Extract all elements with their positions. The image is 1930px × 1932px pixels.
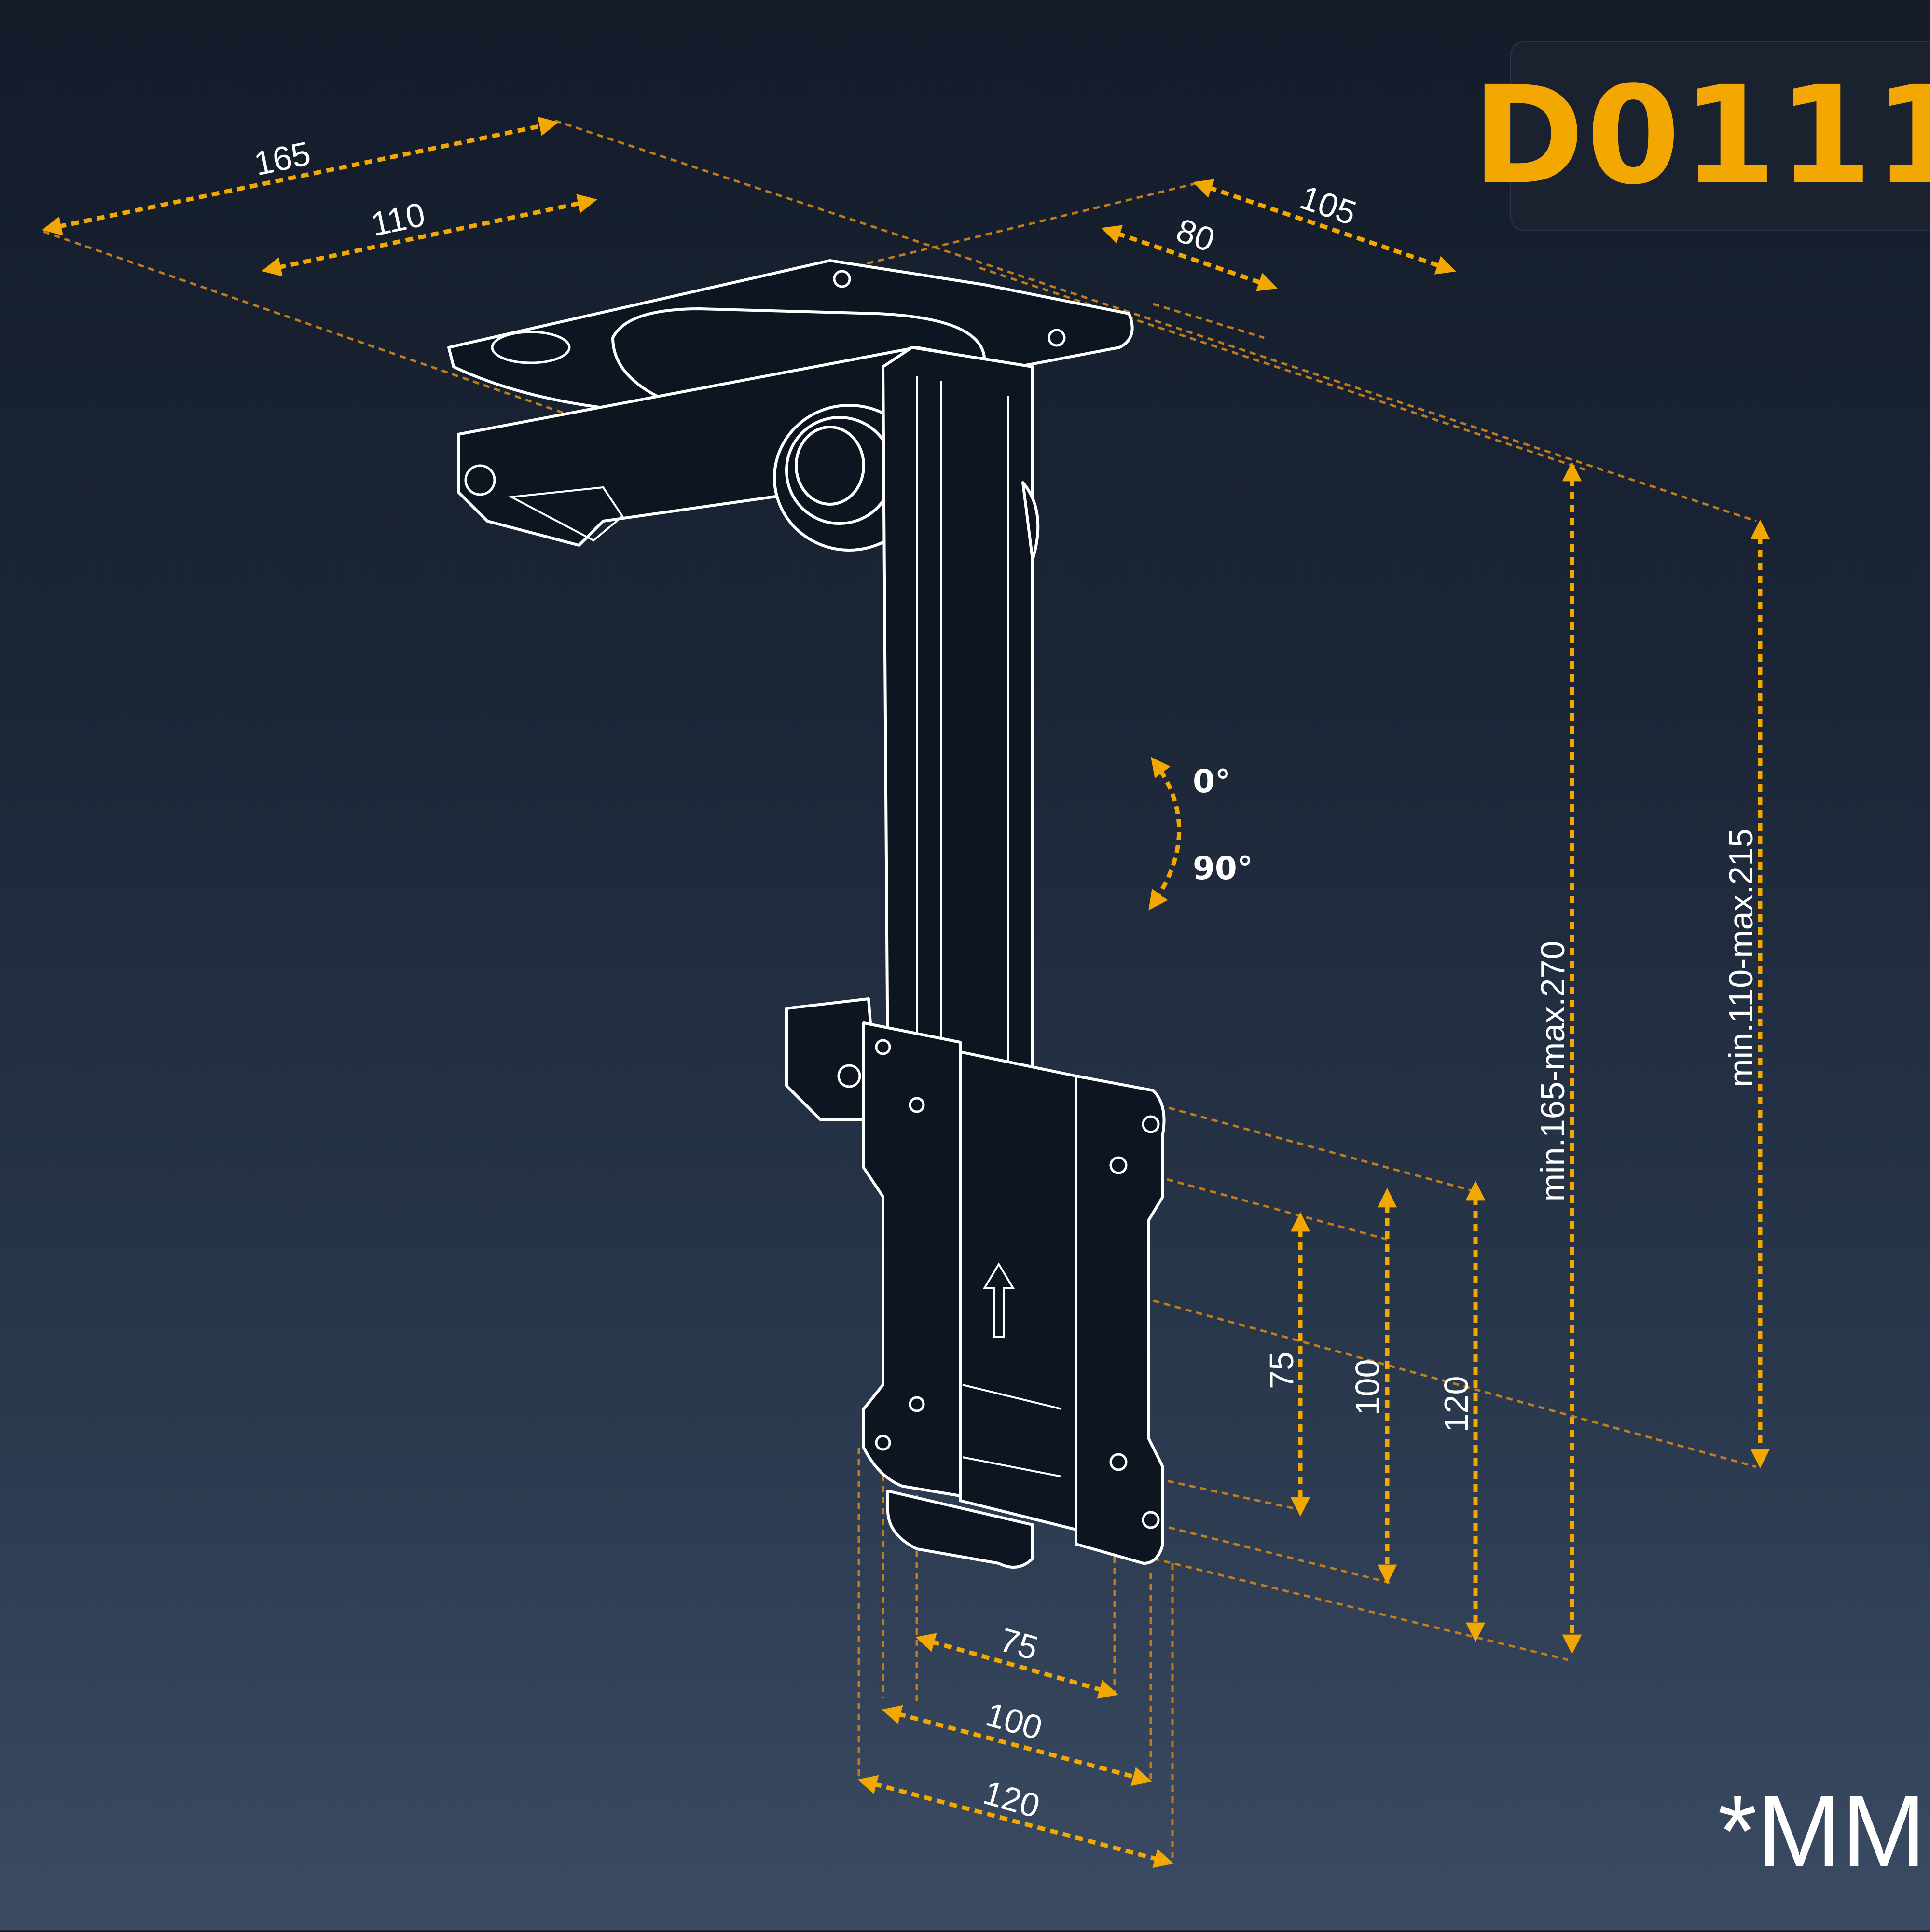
dim-arrow-outer-width bbox=[1193, 179, 1456, 275]
dim-arrow-vesa-h120 bbox=[857, 1775, 1174, 1868]
model-badge: D0111 bbox=[1472, 41, 1930, 231]
label-height-inner: min.110-max.215 bbox=[1722, 828, 1760, 1087]
label-vesa-v75: 75 bbox=[1263, 1352, 1300, 1389]
dim-arrow-vesa-h100 bbox=[882, 1705, 1152, 1786]
label-rotation-top: 0° bbox=[1193, 763, 1231, 800]
dim-arrow-inner-length bbox=[262, 193, 597, 277]
dim-arrow-outer-length bbox=[42, 116, 559, 236]
dim-arrow-inner-width bbox=[1101, 225, 1278, 291]
label-vesa-h75: 75 bbox=[995, 1621, 1042, 1667]
vesa-plate-left bbox=[862, 1021, 962, 1497]
label-outer-width: 105 bbox=[1296, 178, 1361, 232]
vesa-plate-right bbox=[1075, 1075, 1166, 1565]
model-code: D0111 bbox=[1472, 57, 1930, 215]
label-vesa-v120: 120 bbox=[1437, 1376, 1475, 1433]
telescopic-pole bbox=[882, 346, 1034, 1077]
label-height-outer: min.165-max.270 bbox=[1534, 941, 1572, 1202]
label-inner-width: 80 bbox=[1172, 211, 1219, 259]
label-vesa-h120: 120 bbox=[979, 1773, 1044, 1825]
plate-hole bbox=[1048, 329, 1066, 347]
label-vesa-v100: 100 bbox=[1349, 1359, 1386, 1416]
dimension-arrows bbox=[42, 116, 1770, 1868]
plate-slot bbox=[491, 331, 571, 364]
unit-label: *MM bbox=[1718, 1774, 1926, 1888]
bottom-clamp bbox=[886, 1490, 1034, 1569]
arm-bolt bbox=[464, 464, 496, 496]
plate-hole bbox=[833, 270, 851, 288]
label-rotation-bottom: 90° bbox=[1193, 850, 1253, 887]
rotation-arrow bbox=[1148, 757, 1182, 911]
rear-bracket bbox=[785, 997, 880, 1121]
hinge-block bbox=[959, 1050, 1077, 1531]
ceiling-mount-drawing bbox=[447, 259, 1166, 1569]
